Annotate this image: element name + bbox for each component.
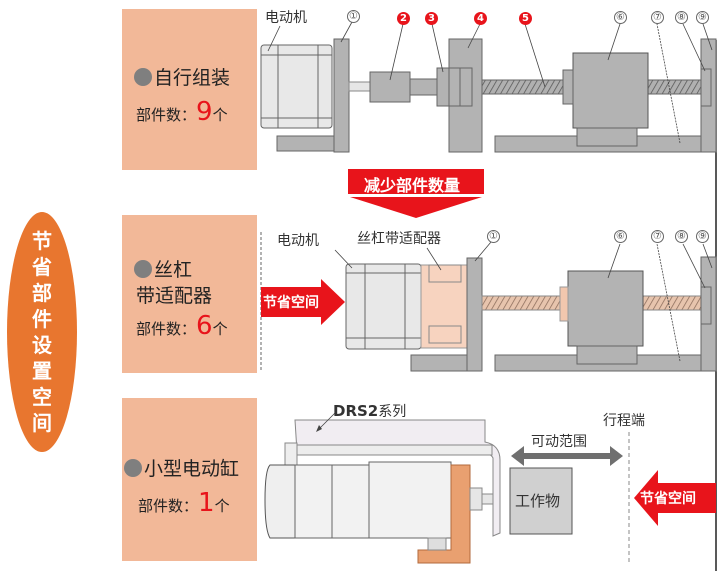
row3-series-label: DRS2系列 xyxy=(333,402,407,420)
row3-title: 小型电动缸 xyxy=(124,454,239,481)
row3-actuator xyxy=(264,412,501,564)
side-label-oval: 节 省 部 件 设 置 空 间 xyxy=(7,212,77,452)
row2-save-space-label: 节省空间 xyxy=(263,295,319,311)
row2-slider-6 xyxy=(567,270,644,347)
row1-part-8: ⑧ xyxy=(675,11,688,24)
row2-part-8: ⑧ xyxy=(675,230,688,243)
reduce-parts-banner xyxy=(348,169,484,218)
row2-adapter-label: 丝杠带适配器 xyxy=(357,231,441,247)
row1-part-3: 3 xyxy=(425,12,438,25)
row3-workpiece xyxy=(509,467,573,535)
row2-bracket-1 xyxy=(466,257,483,372)
bullet-icon xyxy=(134,260,152,278)
row1-end-bearing-8 xyxy=(700,68,712,107)
row1-part-9: ⑨ xyxy=(696,11,709,24)
row3-save-space-label: 节省空间 xyxy=(640,491,696,507)
bullet-icon xyxy=(124,459,142,477)
row1-title: 自行组装 xyxy=(134,63,230,90)
reduce-parts-banner-label: 减少部件数量 xyxy=(364,176,461,195)
row3-range-arrow xyxy=(511,446,623,466)
row3-stroke-end-label: 行程端 xyxy=(603,413,645,429)
side-char: 空 xyxy=(32,385,52,409)
row1-part-2: 2 xyxy=(397,12,410,25)
row3-workpiece-label: 工作物 xyxy=(515,492,561,510)
row3-range-label: 可动范围 xyxy=(531,434,587,450)
side-char: 设 xyxy=(32,333,52,357)
row3-count: 部件数：1个 xyxy=(138,488,230,518)
row2-part-6: ⑥ xyxy=(614,230,627,243)
row3-mounting-bracket xyxy=(417,464,471,564)
row1-part-1: ① xyxy=(347,10,360,23)
row1-assembly xyxy=(260,21,717,153)
row2-title-line2: 带适配器 xyxy=(136,285,213,307)
row1-motor-label: 电动机 xyxy=(265,10,307,26)
side-char: 省 xyxy=(32,255,52,279)
row2-assembly xyxy=(334,241,717,372)
row1-count: 部件数：9个 xyxy=(136,97,228,127)
side-char: 件 xyxy=(32,307,52,331)
row1-part-6: ⑥ xyxy=(614,11,627,24)
row1-label-box: 自行组装 部件数：9个 xyxy=(122,9,257,170)
row2-title: 丝杠 xyxy=(134,255,192,282)
row3-save-arrow xyxy=(634,470,716,526)
side-char: 节 xyxy=(32,229,52,253)
row3-label-box: 小型电动缸 部件数：1个 xyxy=(122,398,257,561)
row2-part-9: ⑨ xyxy=(696,230,709,243)
row1-part-5: 5 xyxy=(519,12,532,25)
row2-end-bearing-8 xyxy=(700,286,712,325)
row1-part-4: 4 xyxy=(474,12,487,25)
row2-label-box: 丝杠 带适配器 部件数：6个 xyxy=(122,215,257,373)
row1-motor xyxy=(260,44,333,129)
row2-save-arrow xyxy=(261,279,345,325)
row2-motor-label: 电动机 xyxy=(277,233,319,249)
row2-part-7: ⑦ xyxy=(651,230,664,243)
row1-bearing-3 xyxy=(436,67,473,107)
row1-coupling-2 xyxy=(369,71,411,103)
side-char: 间 xyxy=(32,411,52,435)
side-char: 置 xyxy=(32,359,52,383)
row1-part-7: ⑦ xyxy=(651,11,664,24)
row2-motor xyxy=(345,263,422,350)
side-char: 部 xyxy=(32,281,52,305)
bullet-icon xyxy=(134,68,152,86)
row1-base-left xyxy=(276,135,336,152)
row1-bracket-1 xyxy=(333,38,350,153)
row2-part-1: ① xyxy=(487,230,500,243)
row1-slider-6 xyxy=(572,52,649,129)
row2-count: 部件数：6个 xyxy=(136,311,228,341)
row2-base-left xyxy=(410,354,468,372)
